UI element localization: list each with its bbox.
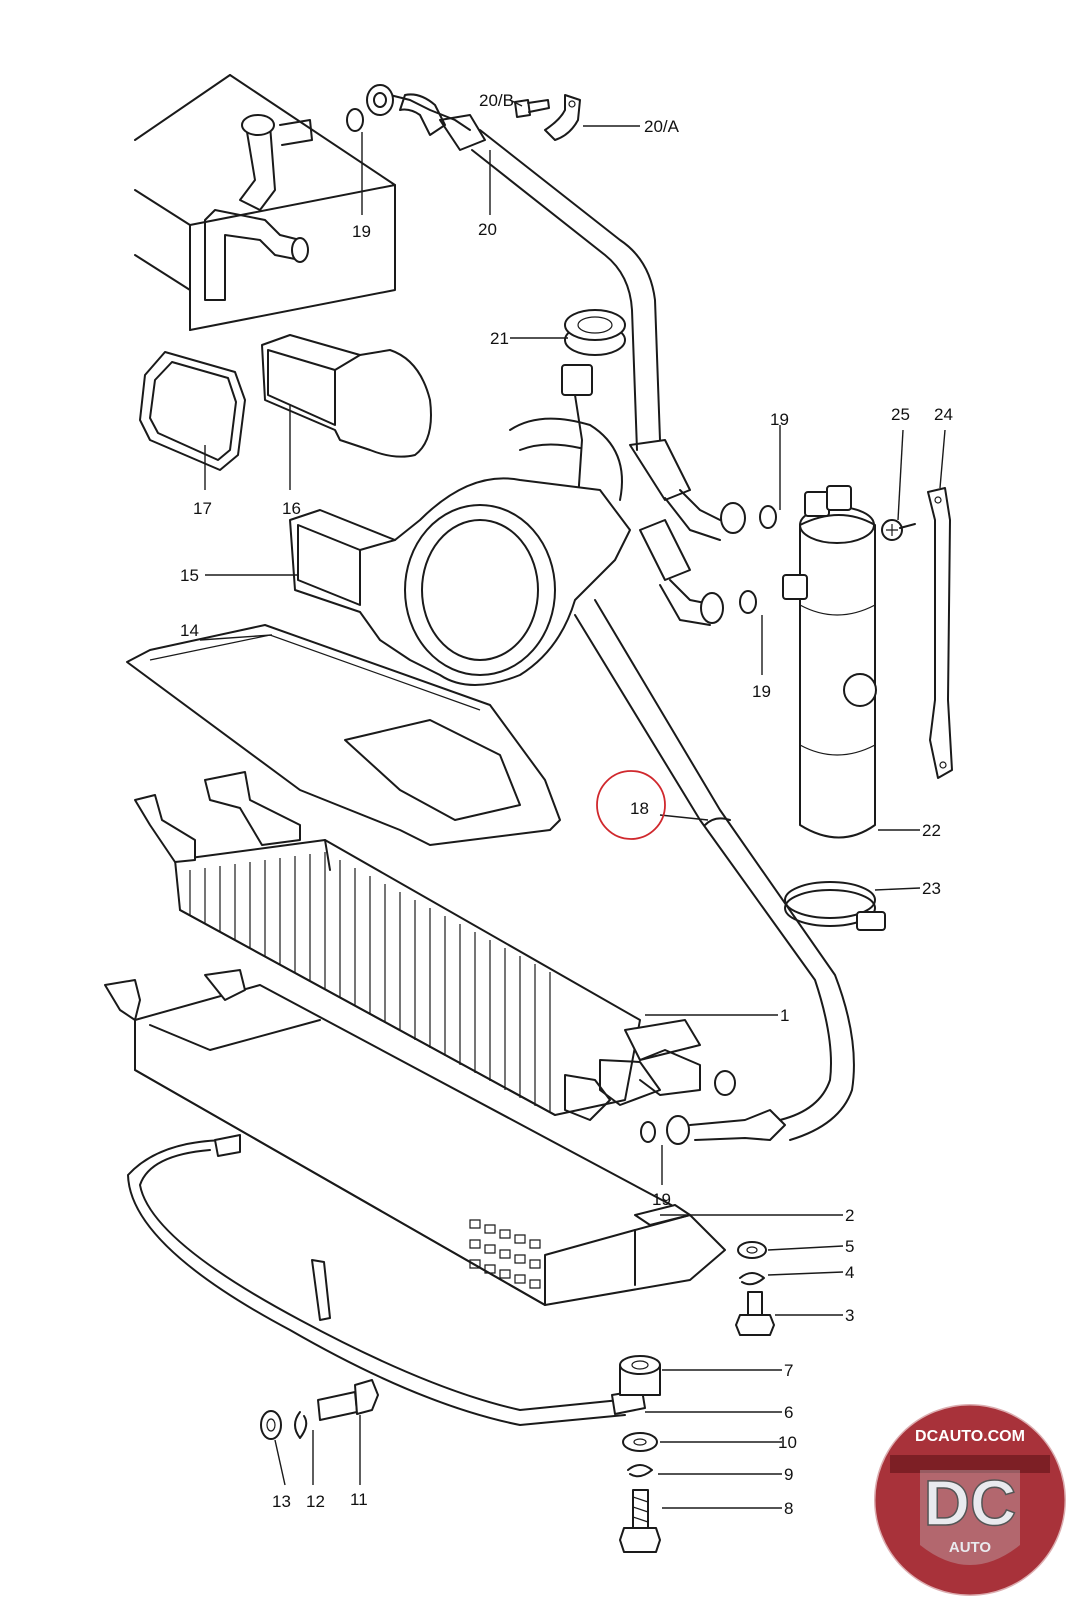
callout-12: 12 <box>306 1492 325 1511</box>
callout-13: 13 <box>272 1492 291 1511</box>
heater-box-with-fittings <box>134 74 396 331</box>
spacer-7 <box>619 1355 661 1396</box>
callout-2: 2 <box>845 1206 854 1225</box>
callout-24: 24 <box>934 405 953 424</box>
callout-21: 21 <box>490 329 509 348</box>
o-ring-19 <box>759 505 777 529</box>
screw-20b <box>514 99 550 118</box>
callout-3: 3 <box>845 1306 854 1325</box>
hose-fitting-center <box>639 519 724 626</box>
callout-18: 18 <box>630 799 649 818</box>
callout-19: 19 <box>352 222 371 241</box>
bolt-3 <box>735 1291 775 1336</box>
callout-22: 22 <box>922 821 941 840</box>
callout-1: 1 <box>780 1006 789 1025</box>
callout-15: 15 <box>180 566 199 585</box>
air-duct-16 <box>261 334 432 458</box>
callout-7: 7 <box>784 1361 793 1380</box>
evaporator-housing-2 <box>104 969 726 1306</box>
washer-5 <box>737 1241 767 1259</box>
clamp-20a <box>544 94 581 141</box>
callout-5: 5 <box>845 1237 854 1256</box>
logo-top-text: DCAUTO.COM <box>915 1428 1025 1445</box>
leader-lines <box>199 99 946 1509</box>
lock-washer-12 <box>294 1411 308 1439</box>
callout-11: 11 <box>350 1490 368 1509</box>
bolt-11 <box>317 1379 379 1421</box>
washer-13 <box>260 1410 282 1440</box>
highlight-circle <box>596 770 666 840</box>
blower-assembly-15 <box>289 417 631 686</box>
callout-19: 19 <box>752 682 771 701</box>
hose-fitting-lower <box>640 1109 786 1145</box>
gasket-17 <box>139 351 246 471</box>
refrigerant-hose-20 <box>366 84 746 541</box>
grommet-21 <box>564 309 626 356</box>
callout-6: 6 <box>784 1403 793 1422</box>
logo-sub-text: AUTO <box>949 1539 992 1556</box>
o-ring-19 <box>346 108 364 132</box>
callout-25: 25 <box>891 405 910 424</box>
evaporator-core-1 <box>134 771 736 1121</box>
bracket-24 <box>927 487 953 779</box>
callout-9: 9 <box>784 1465 793 1484</box>
o-ring-19 <box>739 590 757 614</box>
callout-23: 23 <box>922 879 941 898</box>
callout-10: 10 <box>778 1433 797 1452</box>
callout-14: 14 <box>180 621 199 640</box>
callout-20: 20 <box>478 220 497 239</box>
callout-17: 17 <box>193 499 212 518</box>
callout-4: 4 <box>845 1263 854 1282</box>
callout-8: 8 <box>784 1499 793 1518</box>
refrigerant-hose-18 <box>574 599 855 1141</box>
callout-20b: 20/B <box>479 91 514 110</box>
callout-19: 19 <box>770 410 789 429</box>
logo-main-text: DC <box>924 1467 1016 1539</box>
callout-19: 19 <box>652 1190 671 1209</box>
lock-washer-9 <box>627 1464 653 1478</box>
callout-labels: 1 2 3 4 5 6 7 8 9 10 11 12 13 14 15 16 1… <box>180 91 953 1518</box>
screw-25 <box>881 519 916 541</box>
hose-clamp-23 <box>784 881 886 931</box>
dcauto-logo: DCAUTO.COM DC AUTO <box>872 1402 1067 1598</box>
receiver-drier-22 <box>782 485 877 839</box>
callout-16: 16 <box>282 499 301 518</box>
callout-20a: 20/A <box>644 117 680 136</box>
bolt-8 <box>619 1489 661 1553</box>
washer-10 <box>622 1432 658 1452</box>
lock-washer-4 <box>739 1272 765 1286</box>
